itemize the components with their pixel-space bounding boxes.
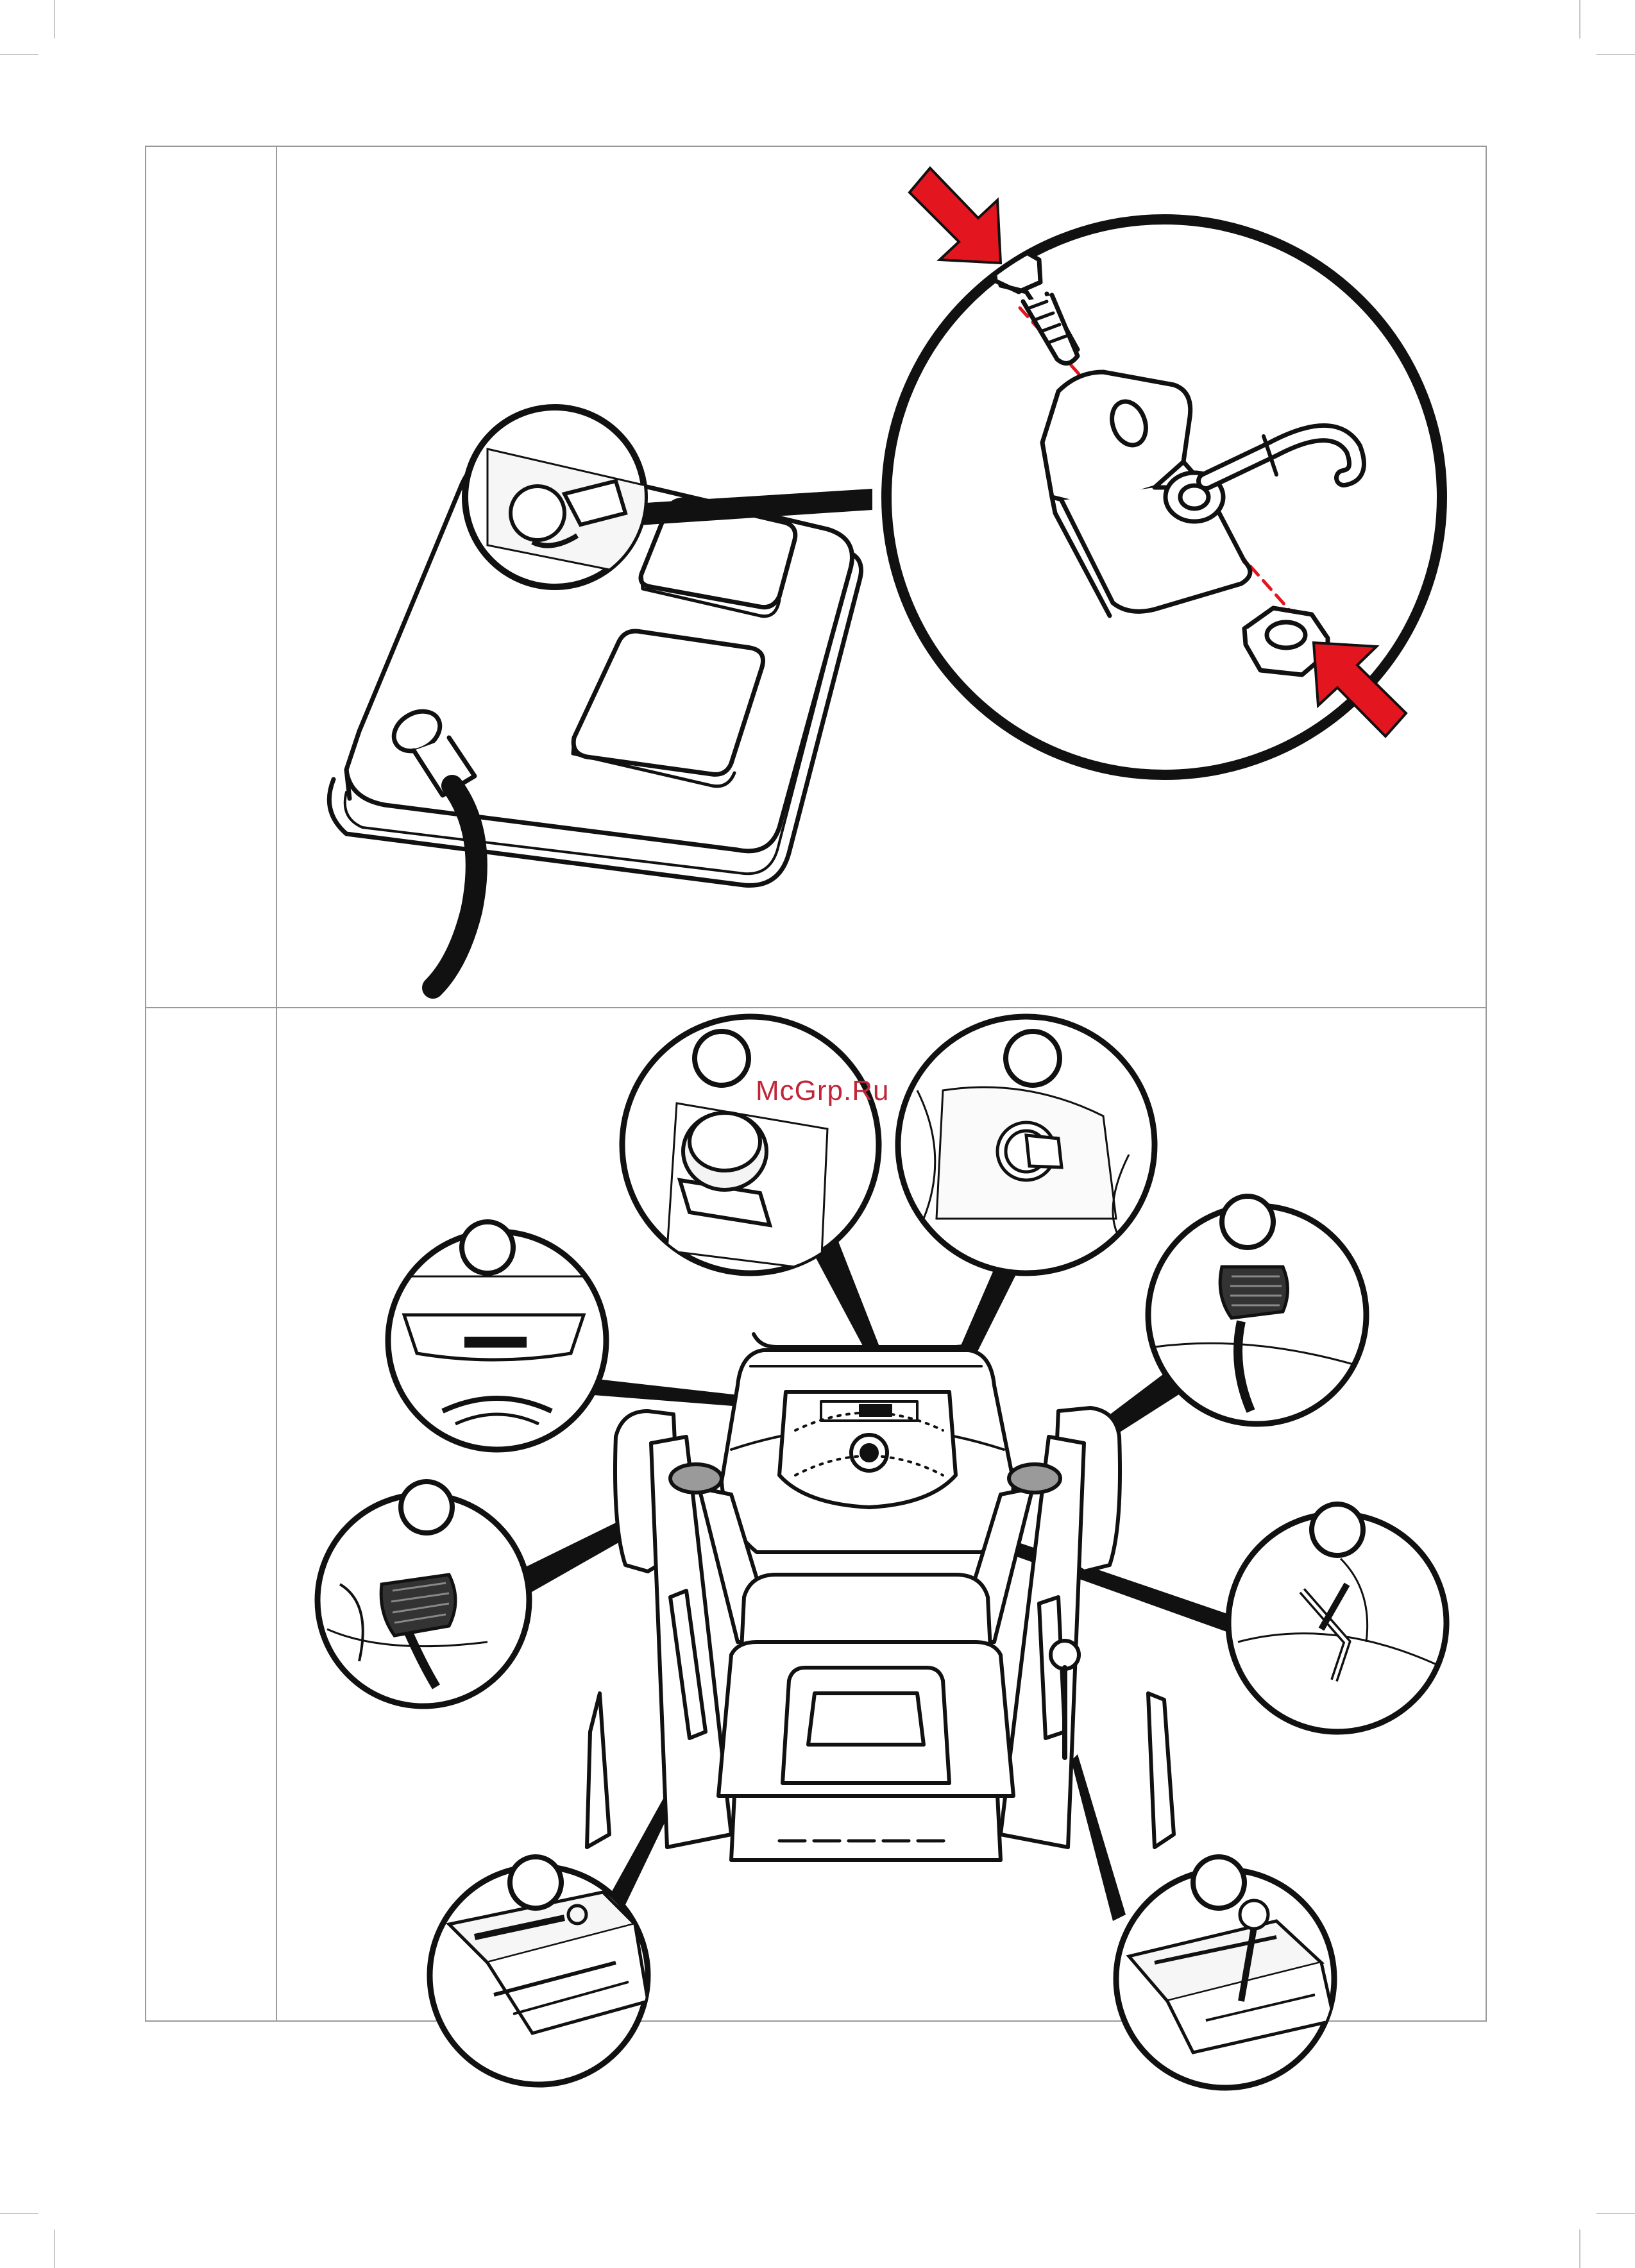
callout-4-right-pedal [1148,1196,1366,1424]
right-pedal [1009,1464,1060,1493]
watermark: McGrp.Ru [756,1075,889,1107]
left-pedal [670,1464,722,1493]
callout-1-choke [622,1017,879,1273]
callout-8-right-control [1116,1857,1334,2088]
callout-6-lever [1228,1504,1446,1732]
callout-3-hour-meter [385,1222,609,1450]
callout-5-left-pedal [318,1482,529,1706]
red-arrow-top [910,168,1001,263]
tractor [587,1334,1174,1860]
callout-2-ignition [898,1017,1155,1273]
